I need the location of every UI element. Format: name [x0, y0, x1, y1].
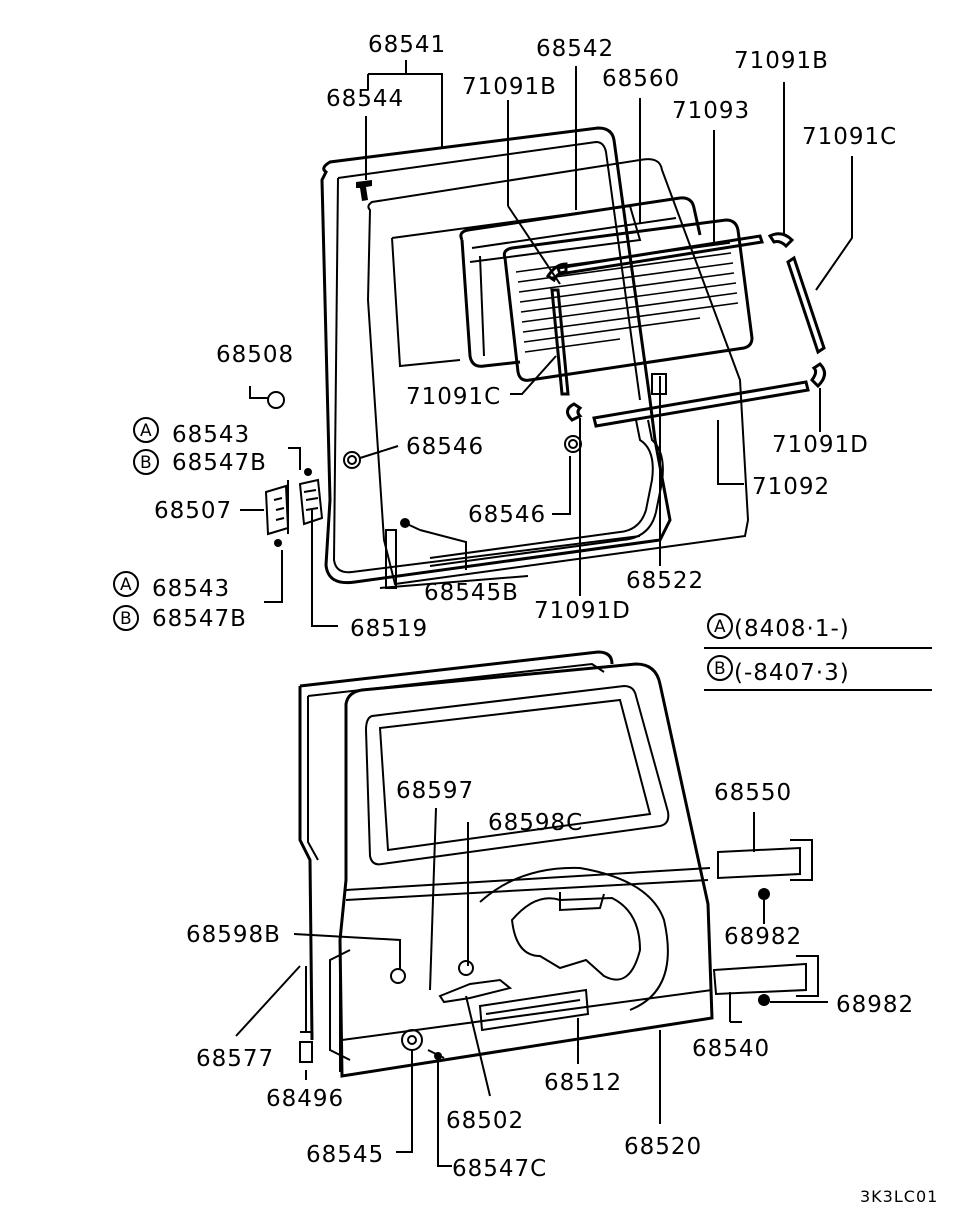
figure-code: 3K3LC01 — [860, 1187, 938, 1206]
legend-b-circle — [707, 655, 733, 681]
label-71093: 71093 — [672, 98, 750, 124]
label-71091C-b: 71091C — [406, 384, 501, 410]
legend-a-range: (8408·1-) — [734, 616, 850, 642]
upper-door-assembly — [264, 126, 826, 589]
rear-glass — [502, 218, 754, 382]
legend-a-marker: A — [714, 617, 726, 637]
label-68541: 68541 — [368, 32, 446, 58]
label-68543-b: 68543 — [152, 576, 230, 602]
legend-b-range: (-8407·3) — [734, 660, 850, 686]
label-68496: 68496 — [266, 1086, 344, 1112]
label-68982-a: 68982 — [724, 924, 802, 950]
label-68545B: 68545B — [424, 580, 519, 606]
glass-moldings — [545, 232, 826, 428]
label-68543-a: 68543 — [172, 422, 250, 448]
marker-a: A — [140, 421, 152, 441]
marker-a-2: A — [120, 575, 132, 595]
label-68597: 68597 — [396, 778, 474, 804]
marker-a-circle — [133, 417, 159, 443]
label-68547B-a: 68547B — [172, 450, 267, 476]
legend-a-circle — [707, 613, 733, 639]
marker-b-circle-2 — [113, 605, 139, 631]
label-68542: 68542 — [536, 36, 614, 62]
lower-door-assembly — [298, 650, 819, 1078]
door-inner-panel — [366, 158, 750, 586]
glass-weatherstrip — [459, 196, 702, 368]
label-68982-b: 68982 — [836, 992, 914, 1018]
label-68522: 68522 — [626, 568, 704, 594]
label-68508: 68508 — [216, 342, 294, 368]
back-door-body — [298, 650, 614, 1041]
label-71091D-a: 71091D — [772, 432, 869, 458]
marker-a-circle-2 — [113, 571, 139, 597]
part-labels: 68541 68542 68544 71091B 68560 71091B 71… — [113, 32, 914, 1182]
label-68547B-b: 68547B — [152, 606, 247, 632]
label-68577: 68577 — [196, 1046, 274, 1072]
label-68547C: 68547C — [452, 1156, 547, 1182]
label-68546-b: 68546 — [468, 502, 546, 528]
label-68519: 68519 — [350, 616, 428, 642]
legend: A (8408·1-) B (-8407·3) — [704, 613, 932, 691]
latch-bracket — [264, 468, 324, 547]
hinges — [712, 839, 819, 1006]
marker-b: B — [140, 453, 152, 473]
label-71092: 71092 — [752, 474, 830, 500]
legend-b-marker: B — [714, 659, 726, 679]
label-71091B-b: 71091B — [734, 48, 829, 74]
door-outer-shell — [320, 126, 672, 585]
label-68540: 68540 — [692, 1036, 770, 1062]
label-71091D-b: 71091D — [534, 598, 631, 624]
marker-b-circle — [133, 449, 159, 475]
label-68546-a: 68546 — [406, 434, 484, 460]
leader-lines — [235, 60, 853, 1167]
label-68598B: 68598B — [186, 922, 281, 948]
fasteners-upper — [267, 180, 582, 589]
label-68512: 68512 — [544, 1070, 622, 1096]
label-68544: 68544 — [326, 86, 404, 112]
label-68520: 68520 — [624, 1134, 702, 1160]
label-71091B-a: 71091B — [462, 74, 557, 100]
label-68560: 68560 — [602, 66, 680, 92]
label-68545: 68545 — [306, 1142, 384, 1168]
label-68598C: 68598C — [488, 810, 583, 836]
marker-b-2: B — [120, 609, 132, 629]
label-68507: 68507 — [154, 498, 232, 524]
label-68502: 68502 — [446, 1108, 524, 1134]
label-68550: 68550 — [714, 780, 792, 806]
label-71091C-a: 71091C — [802, 124, 897, 150]
